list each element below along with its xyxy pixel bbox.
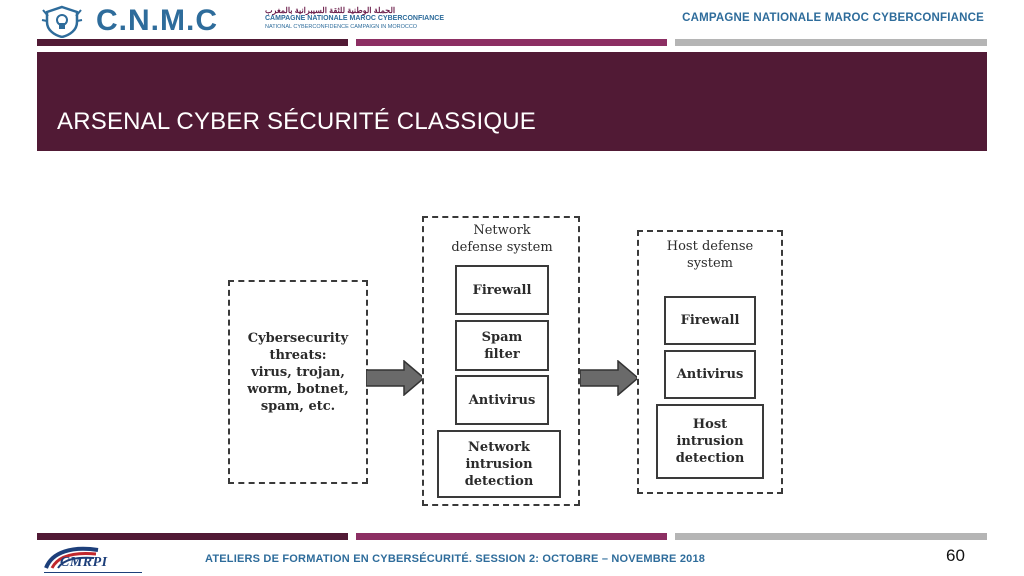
slide-title: ARSENAL CYBER SÉCURITÉ CLASSIQUE	[57, 108, 536, 135]
network-title-line: Network	[473, 223, 531, 238]
threats-line: spam, etc.	[260, 399, 336, 414]
footer-stripe-plum	[37, 533, 348, 540]
hid-line: intrusion	[676, 434, 744, 449]
logo-french-text: CAMPAGNE NATIONALE MAROC CYBERCONFIANCE	[265, 15, 445, 22]
host-defense-title: Host defense system	[645, 238, 775, 272]
network-firewall-label: Firewall	[472, 282, 532, 298]
cmrpi-swoosh-icon	[44, 546, 99, 569]
cmrpi-text: CMRPI	[60, 555, 108, 570]
footer-session-text: ATELIERS DE FORMATION EN CYBERSÉCURITÉ. …	[205, 553, 706, 565]
page-number: 60	[946, 546, 965, 565]
host-title-line: Host defense	[666, 239, 754, 254]
hid-line: detection	[675, 451, 745, 466]
host-antivirus-box: Antivirus	[664, 350, 756, 399]
network-antivirus-box: Antivirus	[455, 375, 549, 425]
host-intrusion-detection-box: Host intrusion detection	[656, 404, 764, 479]
header-stripe-gray	[675, 39, 987, 46]
hid-line: Host	[692, 417, 728, 432]
header-stripe-magenta	[356, 39, 667, 46]
host-firewall-box: Firewall	[664, 296, 756, 345]
title-banner: ARSENAL CYBER SÉCURITÉ CLASSIQUE	[37, 52, 987, 151]
footer-stripe-magenta	[356, 533, 667, 540]
nid-line: detection	[464, 473, 534, 489]
nid-line: Network	[468, 439, 530, 455]
logo-arabic-text: الحملة الوطنية للثقة السيبرانية بالمغرب	[265, 6, 396, 15]
network-title-line: defense system	[451, 240, 553, 255]
threats-line: worm, botnet,	[247, 382, 349, 397]
host-intrusion-label: Host intrusion detection	[676, 416, 745, 467]
threats-line: threats:	[269, 348, 327, 363]
cmrpi-logo: CMRPI	[42, 544, 142, 574]
threats-line: virus, trojan,	[251, 365, 345, 380]
spam-line: filter	[484, 346, 520, 362]
network-defense-title: Network defense system	[432, 222, 572, 256]
cnmc-logo: C.N.M.C الحملة الوطنية للثقة السيبرانية …	[40, 4, 460, 38]
cmrpi-underline	[44, 572, 142, 573]
nid-line: intrusion	[465, 456, 533, 472]
spam-line: Spam	[481, 329, 523, 345]
host-title-line: system	[687, 256, 733, 271]
shield-emblem-icon	[41, 5, 83, 38]
network-antivirus-label: Antivirus	[468, 392, 536, 408]
threats-text: Cybersecurity threats: virus, trojan, wo…	[238, 330, 358, 415]
network-firewall-box: Firewall	[455, 265, 549, 315]
logo-letters: C.N.M.C	[96, 4, 218, 37]
threats-box	[228, 280, 368, 484]
arrow-right-icon	[366, 360, 426, 396]
logo-english-text: NATIONAL CYBERCONFIDENCE CAMPAIGN IN MOR…	[265, 24, 418, 30]
host-firewall-label: Firewall	[680, 313, 740, 328]
arrow-right-icon	[580, 360, 640, 396]
footer-stripe-gray	[675, 533, 987, 540]
campaign-title: CAMPAGNE NATIONALE MAROC CYBERCONFIANCE	[682, 12, 984, 24]
logo-subtitle: الحملة الوطنية للثقة السيبرانية بالمغرب …	[265, 7, 465, 31]
header-stripe-plum	[37, 39, 348, 46]
threats-line: Cybersecurity	[247, 331, 349, 346]
host-antivirus-label: Antivirus	[676, 367, 744, 382]
